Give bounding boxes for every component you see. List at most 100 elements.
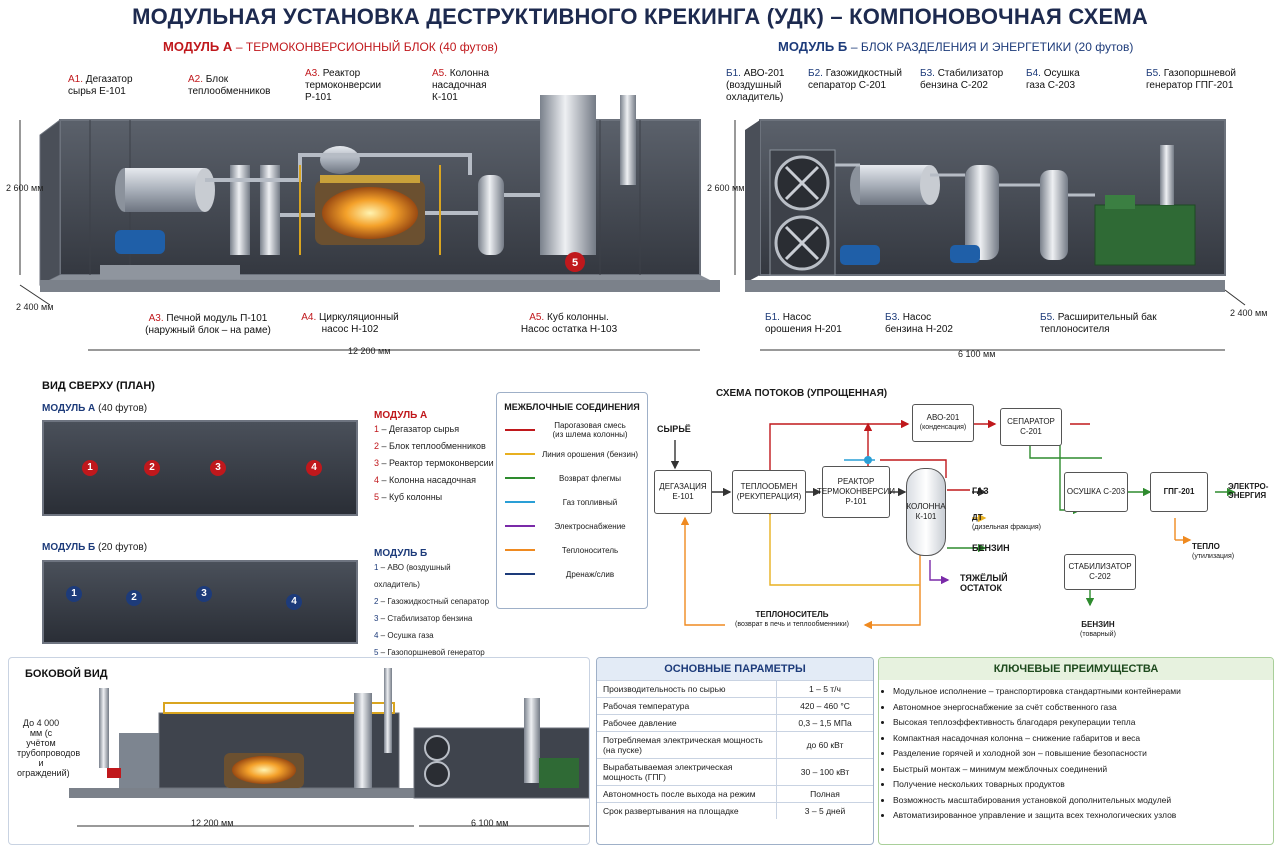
side-length-b: 6 100 мм (471, 818, 509, 828)
connection-line-icon (505, 429, 535, 431)
plan-b-marker-3: 3 (196, 586, 212, 602)
advantage-item: Автономное энергоснабжение за счёт собст… (893, 700, 1273, 716)
connection-item: Возврат флегмы (497, 466, 647, 490)
param-name: Рабочая температура (597, 697, 777, 715)
param-name: Рабочее давление (597, 714, 777, 732)
flow-coolant-label: ТЕПЛОНОСИТЕЛЬ(возврат в печь и теплообме… (735, 610, 849, 628)
param-value: до 60 кВт (776, 731, 873, 759)
side-view-illustration (69, 668, 589, 827)
marker-5-module-a (565, 252, 585, 272)
connection-item: Линия орошения (бензин) (497, 442, 647, 466)
plan-b-marker-4: 4 (286, 594, 302, 610)
flow-benzin-label: БЕНЗИН (972, 543, 1010, 553)
connection-item: Электроснабжение (497, 514, 647, 538)
connection-label: Линия орошения (бензин) (541, 449, 639, 459)
callout-a2: А2. Блок теплообменников (188, 74, 271, 97)
connection-line-icon (505, 501, 535, 503)
flow-dt-label: ДТ(дизельная фракция) (972, 513, 1041, 531)
connection-item: Теплоноситель (497, 538, 647, 562)
callout-b2: Б2. Газожидкостный сепаратор С-201 (808, 68, 902, 91)
connection-label: Теплоноситель (561, 545, 619, 555)
callout-a4: А4. Циркуляционный насос Н-102 (301, 312, 399, 335)
param-value: 30 – 100 кВт (776, 758, 873, 786)
advantage-item: Модульное исполнение – транспортировка с… (893, 684, 1273, 700)
dim-width-b: 2 400 мм (1230, 308, 1268, 318)
params-panel: ОСНОВНЫЕ ПАРАМЕТРЫ Производительность по… (596, 657, 874, 845)
plan-module-a-label: МОДУЛЬ А (40 футов) (42, 403, 148, 414)
flow-gasoline-label: БЕНЗИН(товарный) (1080, 620, 1116, 638)
connection-line-icon (505, 549, 535, 551)
dim-width-a: 2 400 мм (16, 302, 54, 312)
connection-item: Газ топливный (497, 490, 647, 514)
connection-label: Возврат флегмы (559, 473, 621, 483)
callout-b1: Б1. АВО-201 (воздушный охладитель) (726, 68, 785, 103)
flow-hx-box: ТЕПЛООБМЕН (РЕКУПЕРАЦИЯ) (732, 470, 806, 514)
module-a-name: МОДУЛЬ А (163, 39, 233, 54)
dim-length-a: 12 200 мм (348, 346, 391, 356)
connection-line-icon (505, 477, 535, 479)
advantage-item: Быстрый монтаж – минимум межблочных соед… (893, 762, 1273, 778)
flow-feed-label: СЫРЬЁ (657, 424, 691, 434)
connection-line-icon (505, 573, 535, 575)
param-name: Потребляемая электрическая мощность (на … (597, 731, 777, 759)
advantages-panel: КЛЮЧЕВЫЕ ПРЕИМУЩЕСТВА Модульное исполнен… (878, 657, 1274, 845)
plan-legend-a: МОДУЛЬ А 1 – Дегазатор сырья 2 – Блок те… (374, 410, 494, 502)
callout-a3: А3. Реактор термоконверсии Р-101 (305, 68, 382, 103)
connection-line-icon (505, 525, 535, 527)
callout-b4: Б4. Осушка газа С-203 (1026, 68, 1080, 91)
module-a-heading: МОДУЛЬ А – ТЕРМОКОНВЕРСИОННЫЙ БЛОК (40 ф… (163, 39, 498, 54)
side-length-a: 12 200 мм (191, 818, 234, 828)
advantage-item: Возможность масштабирования установкой д… (893, 793, 1273, 809)
plan-b-marker-2: 2 (126, 590, 142, 606)
side-view-panel: БОКОВОЙ ВИД До 4 000 мм (с учётом трубоп… (8, 657, 590, 845)
connection-label: Дренаж/слив (565, 569, 615, 579)
plan-a-marker-3: 3 (210, 460, 226, 476)
flow-column-box: КОЛОННА К-101 (906, 468, 946, 556)
connection-item: Дренаж/слив (497, 562, 647, 586)
module-b-heading: МОДУЛЬ Б – БЛОК РАЗДЕЛЕНИЯ И ЭНЕРГЕТИКИ … (778, 39, 1133, 54)
callout-b5-tank: Б5. Расширительный бак теплоносителя (1040, 312, 1157, 335)
side-height-label: До 4 000 мм (с учётом трубопроводов и ог… (17, 718, 81, 778)
dim-height-a: 2 600 мм (6, 183, 44, 193)
plan-module-b: 1 2 3 4 (42, 560, 358, 644)
page-title: МОДУЛЬНАЯ УСТАНОВКА ДЕСТРУКТИВНОГО КРЕКИ… (132, 4, 1148, 29)
params-row: Потребляемая электрическая мощность (на … (597, 731, 873, 759)
flow-reactor-box: РЕАКТОР ТЕРМОКОНВЕРСИИ Р-101 (817, 466, 895, 518)
callout-a5-column: А5. Колонна насадочная К-101 (432, 68, 490, 103)
flow-stabilizer-box: СТАБИЛИЗАТОР С-202 (1064, 554, 1136, 590)
connection-sublabel: (из шлема колонны) (552, 430, 628, 439)
param-value: 0,3 – 1,5 МПа (776, 714, 873, 732)
callout-b5: Б5. Газопоршневой генератор ГПГ-201 (1146, 68, 1237, 91)
module-b-name: МОДУЛЬ Б (778, 39, 848, 54)
connection-item: Парогазовая смесь(из шлема колонны) (497, 418, 647, 442)
flow-power-label: ЭЛЕКТРО-ЭНЕРГИЯ (1228, 482, 1269, 500)
advantage-item: Автоматизированное управление и защита в… (893, 808, 1273, 824)
param-value: 3 – 5 дней (776, 802, 873, 819)
connection-line-icon (505, 453, 535, 455)
connections-legend: МЕЖБЛОЧНЫЕ СОЕДИНЕНИЯ Парогазовая смесь(… (496, 392, 648, 609)
container-illustrations: 5 (19, 95, 1246, 351)
connection-label: Электроснабжение (554, 521, 626, 531)
plan-legend-b: МОДУЛЬ Б 1 – АВО (воздушный охладитель) … (374, 548, 490, 657)
param-name: Автономность после выхода на режим (597, 785, 777, 803)
module-b-sub: – БЛОК РАЗДЕЛЕНИЯ И ЭНЕРГЕТИКИ (20 футов… (850, 40, 1134, 54)
dim-height-b: 2 600 мм (707, 183, 745, 193)
param-value: 1 – 5 т/ч (776, 680, 873, 698)
connection-label: Парогазовая смесь (554, 421, 626, 430)
flow-avo-box: АВО-201(конденсация) (912, 404, 974, 442)
plan-title: ВИД СВЕРХУ (ПЛАН) (42, 380, 155, 392)
param-name: Вырабатываемая электрическая мощность (Г… (597, 758, 777, 786)
callout-a1: А1. Дегазатор сырья Е-101 (68, 74, 133, 97)
param-value: Полная (776, 785, 873, 803)
plan-module-b-label: МОДУЛЬ Б (20 футов) (42, 542, 148, 553)
plan-module-a: 1 2 3 4 (42, 420, 358, 516)
advantage-item: Получение нескольких товарных продуктов (893, 777, 1273, 793)
plan-a-marker-2: 2 (144, 460, 160, 476)
plan-b-marker-1: 1 (66, 586, 82, 602)
callout-a5-bottom: А5. Куб колонны. Насос остатка Н-103 (520, 312, 618, 335)
svg-text:5: 5 (572, 257, 578, 269)
flow-dryer-box: ОСУШКА С-203 (1064, 472, 1128, 512)
